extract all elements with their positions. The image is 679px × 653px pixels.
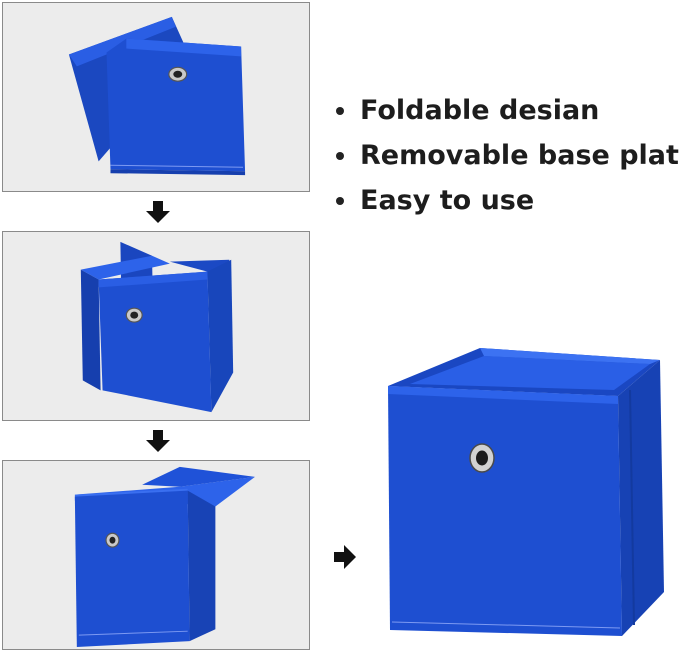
feature-text: Removable base plate [360,140,679,171]
step-3-panel [2,460,310,650]
step-2-panel [2,231,310,421]
unfolding-box-image [80,241,234,413]
feature-text: Easy to use [360,185,535,216]
bullet-icon [336,106,344,115]
metal-grommet-icon [168,66,188,82]
arrow-down-icon [146,430,170,452]
folded-flat-box-image [68,16,246,176]
assembled-box-image [74,466,255,648]
feature-item: Removable base plate [336,133,679,178]
bullet-icon [336,151,344,160]
feature-text: Foldable desian [360,95,600,126]
metal-grommet-icon [105,532,120,548]
feature-item: Easy to use [336,178,676,223]
feature-item: Foldable desian [336,88,676,133]
metal-grommet-icon [469,443,495,473]
feature-list: Foldable desian Removable base plate Eas… [336,88,679,223]
arrow-right-icon [334,545,356,569]
metal-grommet-icon [125,307,143,323]
final-box-image [380,340,670,640]
bullet-icon [336,196,344,205]
step-1-panel [2,2,310,192]
arrow-down-icon [146,201,170,223]
